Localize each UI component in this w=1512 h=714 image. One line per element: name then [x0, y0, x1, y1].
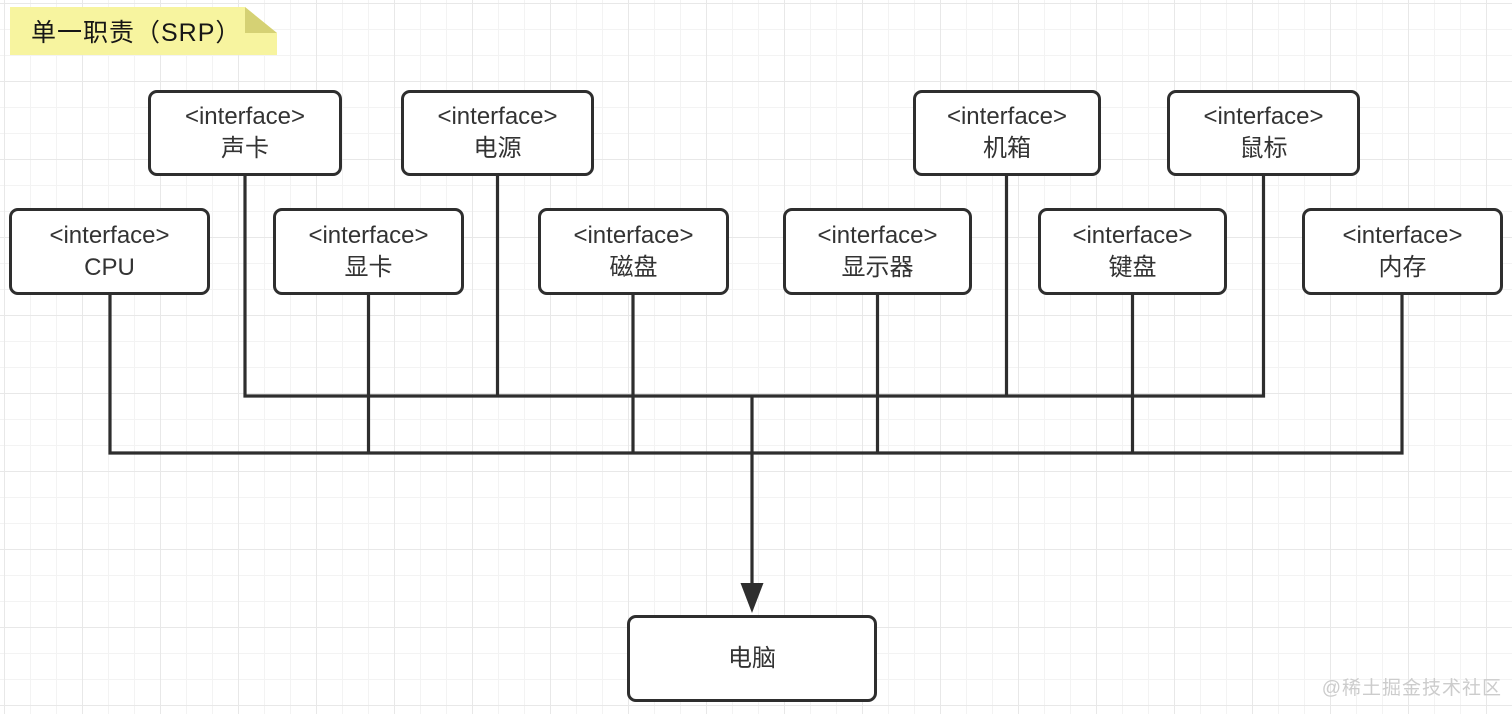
node-computer: 电脑 [627, 615, 877, 702]
node-mouse: <interface> 鼠标 [1167, 90, 1360, 176]
node-label: 磁盘 [609, 253, 658, 281]
watermark: @稀土掘金技术社区 [1321, 678, 1502, 699]
node-sound-card: <interface> 声卡 [148, 90, 342, 176]
node-label: CPU [84, 253, 135, 281]
node-gpu: <interface> 显卡 [273, 208, 464, 295]
node-label: 声卡 [221, 135, 269, 162]
node-stereotype: <interface> [1203, 103, 1324, 130]
node-stereotype: <interface> [946, 103, 1068, 130]
node-label: 鼠标 [1239, 135, 1288, 162]
node-stereotype: <interface> [817, 221, 938, 249]
sticky-note-body [10, 7, 277, 55]
note-fold-corner [245, 7, 277, 33]
node-label: 键盘 [1108, 253, 1157, 281]
node-stereotype: <interface> [184, 103, 306, 130]
node-label: 显卡 [344, 253, 393, 281]
node-label: 显示器 [841, 253, 914, 281]
node-stereotype: <interface> [437, 103, 558, 130]
node-label: 机箱 [983, 135, 1031, 162]
node-monitor: <interface> 显示器 [783, 208, 972, 295]
node-memory: <interface> 内存 [1302, 208, 1503, 295]
page-title: 单一职责（SRP） [31, 19, 242, 47]
node-stereotype: <interface> [1342, 221, 1463, 249]
node-power-supply: <interface> 电源 [401, 90, 594, 176]
node-label: 内存 [1378, 253, 1427, 281]
node-stereotype: <interface> [1072, 221, 1193, 249]
node-stereotype: <interface> [49, 221, 170, 249]
node-chassis: <interface> 机箱 [913, 90, 1101, 176]
arrow-down-icon [740, 583, 764, 613]
bus-lower-path [108, 295, 1404, 455]
node-label: 电脑 [728, 644, 776, 672]
node-stereotype: <interface> [308, 221, 429, 249]
sticky-note-shape [10, 7, 277, 55]
node-stereotype: <interface> [573, 221, 694, 249]
node-disk: <interface> 磁盘 [538, 208, 729, 295]
node-cpu: <interface> CPU [9, 208, 210, 295]
node-label: 电源 [473, 135, 522, 162]
node-keyboard: <interface> 键盘 [1038, 208, 1227, 295]
bus-upper-path [243, 175, 1266, 398]
title-sticky-note: 单一职责（SRP） [10, 6, 282, 58]
